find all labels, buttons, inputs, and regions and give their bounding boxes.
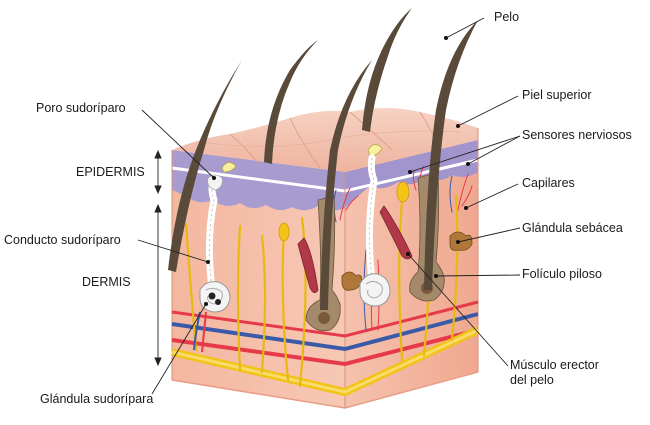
sweat-system xyxy=(193,154,391,353)
callout-dots xyxy=(204,36,470,306)
label-dermis: DERMIS xyxy=(82,275,131,289)
surface-sensors xyxy=(221,144,383,173)
hair-5 xyxy=(424,20,478,290)
hairs xyxy=(168,8,478,310)
artery xyxy=(171,328,479,367)
label-pelo: Pelo xyxy=(494,10,520,24)
vein xyxy=(171,312,479,352)
callout-lines xyxy=(137,17,521,395)
erector-muscles xyxy=(297,205,413,293)
label-glandula-sudoripara: Glándula sudorípara xyxy=(40,392,154,406)
muscle-right xyxy=(379,205,413,260)
label-musculo-erector: Músculo erector xyxy=(510,358,599,372)
hair-2 xyxy=(264,40,318,164)
hair-1 xyxy=(168,60,242,272)
artery-upper xyxy=(171,300,479,338)
skin-block xyxy=(171,108,479,409)
muscle-left xyxy=(297,237,319,293)
label-epidermis: EPIDERMIS xyxy=(76,165,145,179)
top-surface xyxy=(172,108,478,172)
label-poro-sudoriparo: Poro sudoríparo xyxy=(36,101,126,115)
hair-3 xyxy=(362,8,412,132)
nerve-branches xyxy=(184,188,459,388)
label-sensores-nerviosos: Sensores nerviosos xyxy=(522,128,632,142)
label-conducto-sudoriparo: Conducto sudoríparo xyxy=(4,233,121,247)
label-glandula-sebacea: Glándula sebácea xyxy=(522,221,623,235)
layer-brackets xyxy=(154,149,162,367)
blood-vessels xyxy=(171,300,480,397)
hair-4 xyxy=(320,60,372,310)
label-foliculo-piloso: Folículo piloso xyxy=(522,267,602,281)
label-piel-superior: Piel superior xyxy=(522,88,592,102)
label-musculo-erector-2: del pelo xyxy=(510,373,554,387)
label-capilares: Capilares xyxy=(522,176,575,190)
sweat-gland-center xyxy=(359,273,391,307)
